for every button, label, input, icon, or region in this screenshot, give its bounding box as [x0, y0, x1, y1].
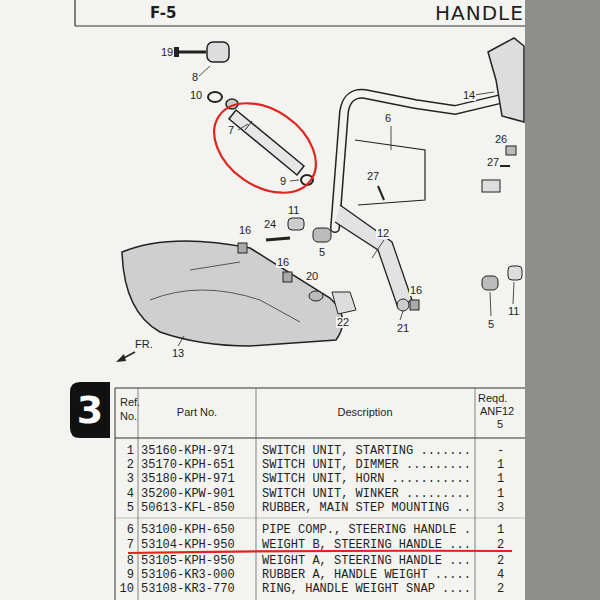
part-number: 35170-KPH-651 — [141, 459, 235, 471]
quantity: 4 — [497, 569, 504, 581]
callout-number: 9 — [279, 176, 287, 187]
part-description: SWITCH UNIT, STARTING ....... — [262, 445, 471, 457]
ref-number: 3 — [127, 473, 134, 485]
section-tab: 3 — [77, 391, 103, 429]
part-description: SWITCH UNIT, HORN ........... — [262, 473, 471, 485]
part-number: 35180-KPH-971 — [141, 473, 235, 485]
callout-number: 11 — [287, 205, 300, 216]
callout-number: 14 — [462, 90, 476, 101]
callout-number: 21 — [396, 323, 410, 334]
callout-number: 22 — [336, 317, 350, 328]
column-header: No. — [120, 411, 137, 422]
part-description: PIPE COMP., STEERING HANDLE . — [262, 524, 471, 536]
callout-number: 20 — [305, 271, 319, 282]
column-header: Ref. — [120, 397, 140, 408]
callout-number: 27 — [366, 171, 380, 182]
callout-number: 16 — [276, 257, 290, 268]
callout-number: 24 — [263, 219, 277, 230]
ref-number: 4 — [127, 488, 134, 500]
part-description: RING, HANDLE WEIGHT SNAP .... — [262, 583, 471, 595]
part-description: SWITCH UNIT, WINKER ......... — [262, 488, 471, 500]
part-number: 53105-KPH-950 — [141, 555, 235, 567]
part-number: 35160-KPH-971 — [141, 445, 235, 457]
quantity: 1 — [497, 488, 504, 500]
section-code: F-5 — [150, 6, 176, 21]
column-header: Description — [337, 407, 392, 418]
photo-background — [525, 0, 600, 600]
callout-number: 12 — [376, 228, 390, 239]
callout-number: 5 — [487, 319, 495, 330]
quantity: 1 — [497, 473, 504, 485]
part-description: RUBBER, MAIN STEP MOUNTING .. — [262, 502, 471, 514]
part-number: 35200-KPW-901 — [141, 488, 235, 500]
part-number: 50613-KFL-850 — [141, 502, 235, 514]
ref-number: 9 — [127, 569, 134, 581]
direction-label: FR. — [134, 339, 154, 350]
quantity: 2 — [497, 539, 504, 551]
callout-number: 11 — [507, 306, 520, 317]
ref-number: 2 — [127, 459, 134, 471]
column-header: ANF12 — [480, 406, 514, 417]
ref-number: 7 — [127, 539, 134, 551]
column-header: Reqd. — [478, 393, 507, 404]
ref-number: 1 — [127, 445, 134, 457]
callout-number: 26 — [494, 134, 508, 145]
callout-number: 27 — [486, 157, 500, 168]
ref-number: 8 — [127, 555, 134, 567]
quantity: 1 — [497, 459, 504, 471]
callout-number: 19 — [160, 47, 174, 58]
callout-number: 6 — [384, 113, 392, 124]
callout-number: 7 — [227, 125, 235, 136]
ref-number: 6 — [127, 524, 134, 536]
ref-number: 10 — [120, 583, 134, 595]
part-number: 53106-KR3-000 — [141, 569, 235, 581]
quantity: 2 — [497, 555, 504, 567]
page-title: HANDLE — [435, 3, 524, 23]
callout-number: 13 — [171, 348, 185, 359]
quantity: 1 — [497, 524, 504, 536]
callout-number: 10 — [189, 90, 203, 101]
part-description: SWITCH UNIT, DIMMER ......... — [262, 459, 471, 471]
part-number: 53108-KR3-770 — [141, 583, 235, 595]
part-description: RUBBER A, HANDLE WEIGHT ..... — [262, 569, 471, 581]
part-number: 53100-KPH-650 — [141, 524, 235, 536]
part-description: WEIGHT A, STEERING HANDLE ... — [262, 555, 471, 567]
callout-number: 5 — [318, 247, 326, 258]
part-description: WEIGHT B, STEERING HANDLE ... — [262, 539, 471, 551]
callout-number: 8 — [191, 72, 199, 83]
quantity: - — [497, 445, 504, 457]
callout-number: 16 — [409, 285, 423, 296]
column-header: 5 — [497, 419, 503, 430]
column-header: Part No. — [177, 407, 217, 418]
quantity: 2 — [497, 583, 504, 595]
quantity: 3 — [497, 502, 504, 514]
ref-number: 5 — [127, 502, 134, 514]
part-number: 53104-KPH-950 — [141, 539, 235, 551]
callout-number: 16 — [238, 225, 252, 236]
